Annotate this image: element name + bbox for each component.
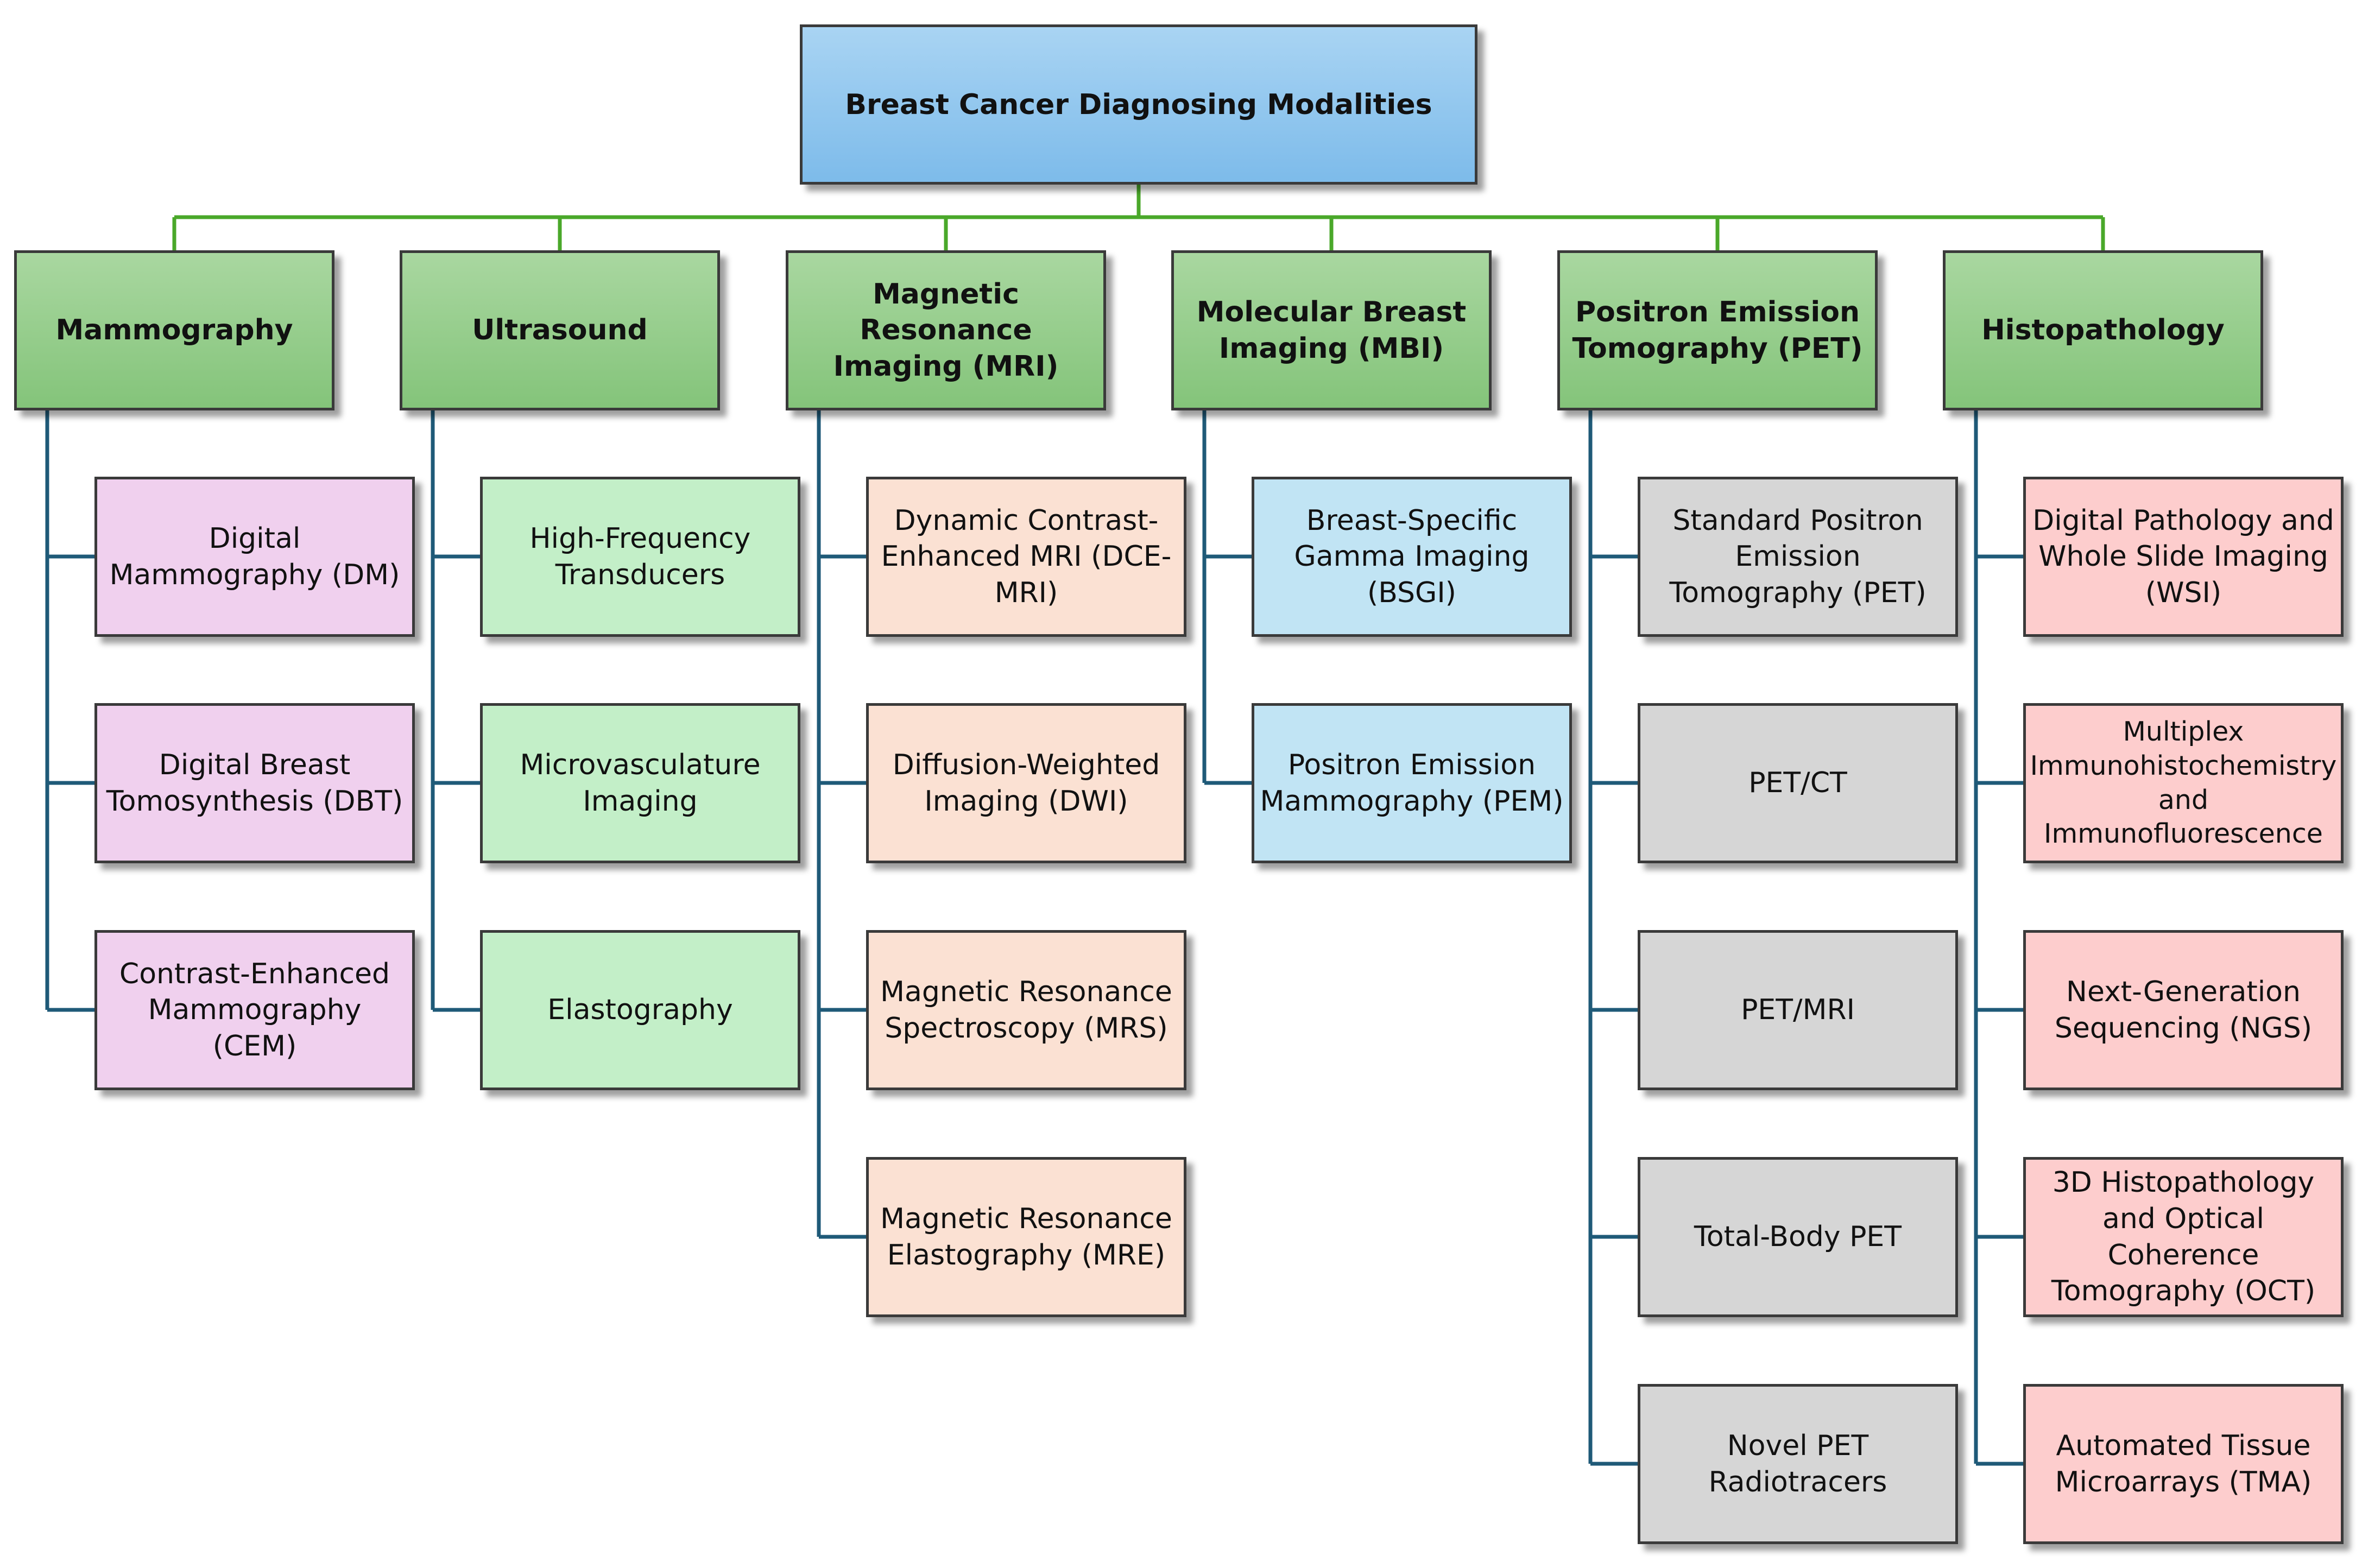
category-mammography: Mammography xyxy=(14,250,334,410)
leaf-node: Microvasculature Imaging xyxy=(480,703,800,863)
leaf-label: Breast-Specific Gamma Imaging (BSGI) xyxy=(1294,504,1530,609)
leaf-node: Contrast-Enhanced Mammography (CEM) xyxy=(94,930,415,1090)
category-label: Positron Emission Tomography (PET) xyxy=(1572,295,1863,365)
category-mbi: Molecular Breast Imaging (MBI) xyxy=(1171,250,1492,410)
leaf-node: PET/MRI xyxy=(1638,930,1958,1090)
leaf-label: Digital Breast Tomosynthesis (DBT) xyxy=(106,748,403,818)
leaf-label: Diffusion-Weighted Imaging (DWI) xyxy=(892,748,1160,818)
leaf-node: Standard Positron Emission Tomography (P… xyxy=(1638,477,1958,637)
leaf-node: PET/CT xyxy=(1638,703,1958,863)
leaf-label: PET/CT xyxy=(1748,767,1847,800)
category-label: Histopathology xyxy=(1981,314,2225,347)
leaf-node: Novel PET Radiotracers xyxy=(1638,1384,1958,1544)
leaf-label: Positron Emission Mammography (PEM) xyxy=(1260,748,1564,818)
branch-connectors xyxy=(45,410,2023,1466)
leaf-label: Next-Generation Sequencing (NGS) xyxy=(2054,975,2313,1045)
leaf-label: Multiplex Immunohistochemistry and Immun… xyxy=(2030,716,2337,850)
leaf-node: Positron Emission Mammography (PEM) xyxy=(1252,703,1572,863)
leaf-node: Breast-Specific Gamma Imaging (BSGI) xyxy=(1252,477,1572,637)
leaf-node: Digital Mammography (DM) xyxy=(94,477,415,637)
category-pet: Positron Emission Tomography (PET) xyxy=(1557,250,1878,410)
leaf-label: PET/MRI xyxy=(1741,994,1855,1027)
leaf-label: Contrast-Enhanced Mammography (CEM) xyxy=(119,957,390,1063)
category-histopathology: Histopathology xyxy=(1943,250,2263,410)
leaf-label: Microvasculature Imaging xyxy=(520,748,761,818)
category-label: Magnetic Resonance Imaging (MRI) xyxy=(833,277,1059,383)
leaf-node: 3D Histopathology and Optical Coherence … xyxy=(2023,1157,2344,1317)
root-connectors xyxy=(172,185,2105,250)
leaf-node: Magnetic Resonance Elastography (MRE) xyxy=(866,1157,1186,1317)
leaf-node: Diffusion-Weighted Imaging (DWI) xyxy=(866,703,1186,863)
leaf-label: Total-Body PET xyxy=(1694,1221,1902,1254)
category-label: Ultrasound xyxy=(472,314,648,347)
leaf-node: Digital Breast Tomosynthesis (DBT) xyxy=(94,703,415,863)
leaf-label: Novel PET Radiotracers xyxy=(1708,1429,1887,1499)
leaf-label: Digital Mammography (DM) xyxy=(109,522,400,591)
leaf-node: Multiplex Immunohistochemistry and Immun… xyxy=(2023,703,2344,863)
leaf-node: Magnetic Resonance Spectroscopy (MRS) xyxy=(866,930,1186,1090)
leaf-label: Digital Pathology and Whole Slide Imagin… xyxy=(2032,504,2334,609)
category-ultrasound: Ultrasound xyxy=(400,250,720,410)
category-label: Molecular Breast Imaging (MBI) xyxy=(1196,295,1467,365)
leaf-label: Magnetic Resonance Elastography (MRE) xyxy=(880,1202,1172,1272)
leaf-label: Dynamic Contrast-Enhanced MRI (DCE-MRI) xyxy=(881,504,1172,609)
root-node: Breast Cancer Diagnosing Modalities xyxy=(800,24,1477,185)
leaf-label: Magnetic Resonance Spectroscopy (MRS) xyxy=(880,975,1172,1045)
leaf-label: Elastography xyxy=(547,994,733,1027)
leaf-label: Standard Positron Emission Tomography (P… xyxy=(1669,504,1927,609)
leaf-node: Next-Generation Sequencing (NGS) xyxy=(2023,930,2344,1090)
category-mri: Magnetic Resonance Imaging (MRI) xyxy=(786,250,1106,410)
leaf-node: High-Frequency Transducers xyxy=(480,477,800,637)
leaf-node: Digital Pathology and Whole Slide Imagin… xyxy=(2023,477,2344,637)
leaf-label: High-Frequency Transducers xyxy=(529,522,751,591)
category-label: Mammography xyxy=(55,314,293,347)
root-label: Breast Cancer Diagnosing Modalities xyxy=(845,88,1432,121)
leaf-node: Total-Body PET xyxy=(1638,1157,1958,1317)
leaf-node: Elastography xyxy=(480,930,800,1090)
leaf-node: Automated Tissue Microarrays (TMA) xyxy=(2023,1384,2344,1544)
leaf-node: Dynamic Contrast-Enhanced MRI (DCE-MRI) xyxy=(866,477,1186,637)
leaf-label: Automated Tissue Microarrays (TMA) xyxy=(2055,1429,2312,1499)
leaf-label: 3D Histopathology and Optical Coherence … xyxy=(2051,1166,2316,1308)
